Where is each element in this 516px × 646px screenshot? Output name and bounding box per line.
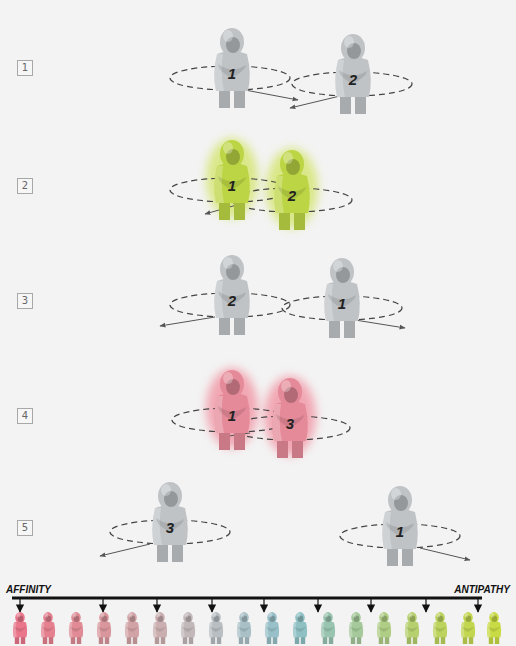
row-number: 3 bbox=[22, 296, 28, 306]
scale-label: ANTIPATHY bbox=[454, 585, 510, 595]
figure-number: 1 bbox=[228, 408, 236, 423]
figure-number: 2 bbox=[288, 188, 296, 203]
row-number-box: 1 bbox=[17, 60, 33, 76]
row-number-box: 2 bbox=[17, 178, 33, 194]
figure-number: 1 bbox=[396, 524, 404, 539]
figure-number: 1 bbox=[228, 178, 236, 193]
scale-label: AFFINITY bbox=[6, 585, 51, 595]
figure-number: 3 bbox=[166, 520, 174, 535]
row-number: 1 bbox=[22, 63, 28, 73]
row-number-box: 4 bbox=[17, 408, 33, 424]
figure-number: 1 bbox=[228, 66, 236, 81]
figure-number: 1 bbox=[338, 296, 346, 311]
row-number-box: 5 bbox=[17, 520, 33, 536]
row-number-box: 3 bbox=[17, 293, 33, 309]
row-number: 5 bbox=[22, 523, 28, 533]
figure-number: 2 bbox=[228, 293, 236, 308]
figure-number: 3 bbox=[286, 416, 294, 431]
row-number: 2 bbox=[22, 181, 28, 191]
row-number: 4 bbox=[22, 411, 28, 421]
figure-number: 2 bbox=[349, 72, 357, 87]
